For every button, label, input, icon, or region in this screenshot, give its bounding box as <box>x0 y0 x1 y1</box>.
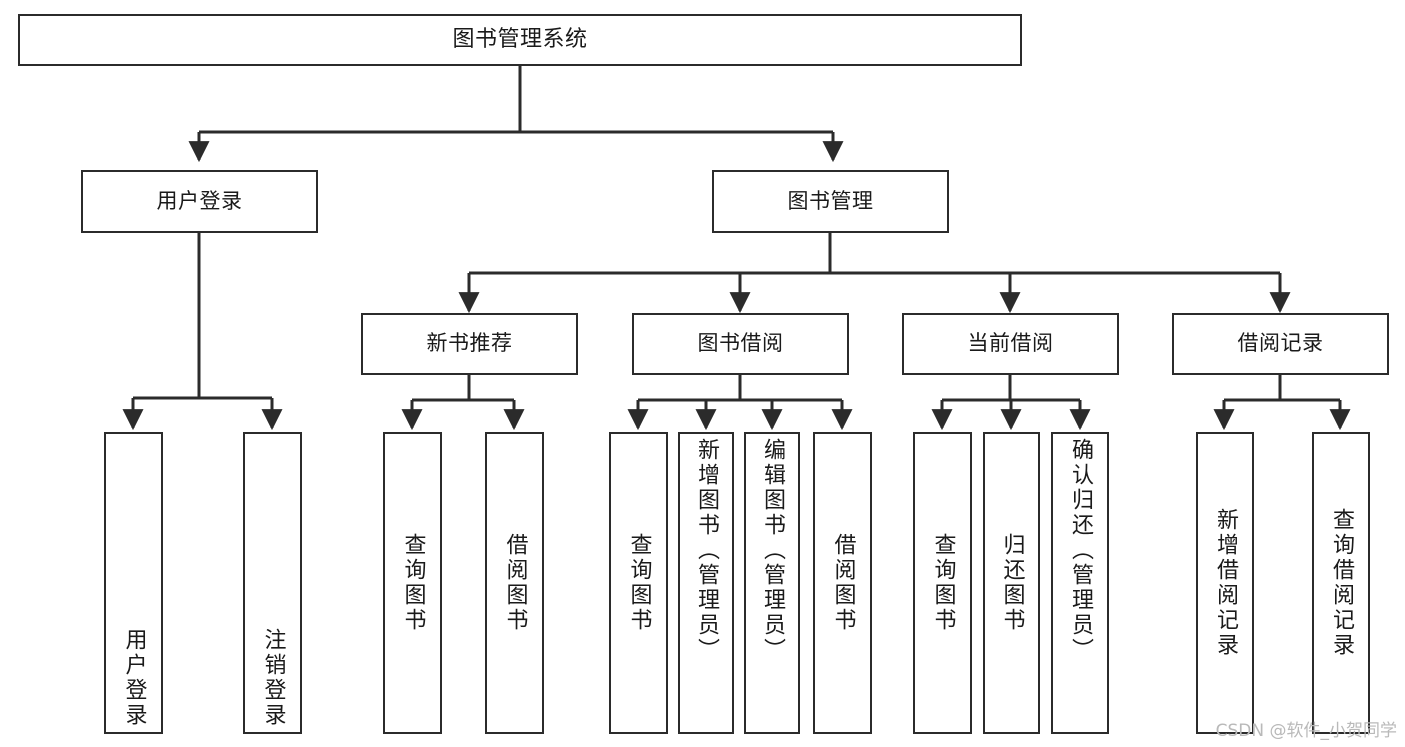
leaf-query-borrow-record[interactable]: 查询借阅记录 <box>1312 432 1370 734</box>
node-book-borrow[interactable]: 图书借阅 <box>632 313 849 375</box>
leaf-query-book-current[interactable]: 查询图书 <box>913 432 972 734</box>
leaf-add-borrow-record[interactable]: 新增借阅记录 <box>1196 432 1254 734</box>
node-user-login[interactable]: 用户登录 <box>81 170 318 233</box>
node-label: 当前借阅 <box>967 331 1054 356</box>
node-label: 新增图书（管理员） <box>694 438 719 663</box>
node-label: 编辑图书（管理员） <box>760 438 785 663</box>
node-label: 查询图书 <box>626 533 652 633</box>
node-label: 图书管理系统 <box>452 26 588 52</box>
node-label: 查询图书 <box>400 533 426 633</box>
node-label: 借阅图书 <box>830 533 856 633</box>
leaf-query-book-borrow[interactable]: 查询图书 <box>609 432 668 734</box>
leaf-user-logout[interactable]: 注销登录 <box>243 432 302 734</box>
csdn-watermark: CSDN @软件_小贺同学 <box>1215 721 1397 741</box>
leaf-borrow-book-new[interactable]: 借阅图书 <box>485 432 544 734</box>
node-label: 确认归还（管理员） <box>1068 438 1093 663</box>
leaf-user-login[interactable]: 用户登录 <box>104 432 163 734</box>
node-borrow-record[interactable]: 借阅记录 <box>1172 313 1389 375</box>
node-label: 图书管理 <box>787 188 874 213</box>
leaf-add-book-admin[interactable]: 新增图书（管理员） <box>678 432 734 734</box>
node-label: 注销登录 <box>260 628 286 728</box>
leaf-edit-book-admin[interactable]: 编辑图书（管理员） <box>744 432 800 734</box>
node-label: 归还图书 <box>999 533 1025 633</box>
node-root-system[interactable]: 图书管理系统 <box>18 14 1022 66</box>
leaf-query-book-new[interactable]: 查询图书 <box>383 432 442 734</box>
leaf-confirm-return-admin[interactable]: 确认归还（管理员） <box>1051 432 1109 734</box>
node-label: 用户登录 <box>121 628 147 728</box>
leaf-return-book[interactable]: 归还图书 <box>983 432 1040 734</box>
node-current-borrow[interactable]: 当前借阅 <box>902 313 1119 375</box>
node-label: 新增借阅记录 <box>1213 508 1238 658</box>
node-label: 借阅记录 <box>1237 331 1324 356</box>
node-label: 用户登录 <box>156 188 243 213</box>
node-label: 图书借阅 <box>697 331 784 356</box>
node-label: 查询图书 <box>930 533 956 633</box>
node-label: 查询借阅记录 <box>1329 508 1354 658</box>
node-label: 借阅图书 <box>502 533 528 633</box>
leaf-borrow-book[interactable]: 借阅图书 <box>813 432 872 734</box>
node-label: 新书推荐 <box>426 331 513 356</box>
node-new-book-recommend[interactable]: 新书推荐 <box>361 313 578 375</box>
node-book-management[interactable]: 图书管理 <box>712 170 949 233</box>
